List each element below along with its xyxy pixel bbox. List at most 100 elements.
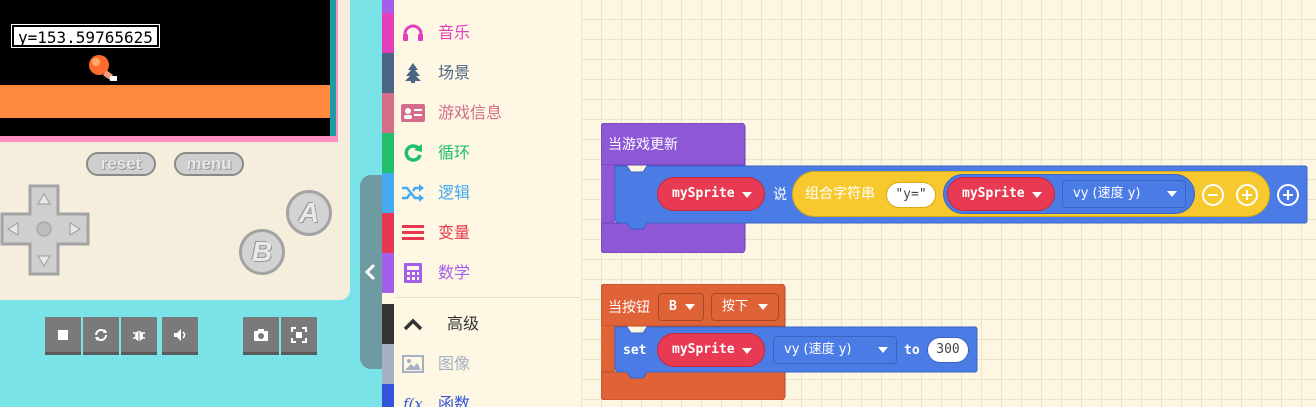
update-hat-label: 当游戏更新 [608,137,678,153]
say-label: 说 [773,187,787,203]
remove-string-button[interactable] [1202,184,1224,206]
toolbox-category-math[interactable]: 数学 [382,253,581,293]
toolbox-category-music[interactable]: 音乐 [382,13,581,53]
fullscreen-icon [291,326,307,343]
toolbox-category-scene[interactable]: 场景 [382,53,581,93]
screenshot-button[interactable] [243,317,279,355]
restart-icon [95,328,107,341]
sprite-variable-dropdown[interactable]: mySprite [657,177,765,211]
category-label: 数学 [438,263,471,282]
category-color-bar [382,384,394,407]
tree-icon [401,63,425,83]
capture-controls [243,317,317,355]
button-hat-label: 当按钮 [608,300,650,316]
string-input[interactable]: "y=" [886,182,936,208]
mute-icon [174,328,186,341]
function-icon: f(x) [401,394,425,407]
toolbox-category-logic[interactable]: 逻辑 [382,173,581,213]
chevron-down-icon [1167,191,1177,197]
dpad-control[interactable] [0,184,90,276]
category-label: 图像 [438,354,471,373]
sprite-say-bubble: y=153.59765625 [11,24,160,48]
category-label: 高级 [447,314,480,333]
toolbox-category-images[interactable]: 图像 [382,344,581,384]
collapse-simulator-button[interactable] [360,175,382,369]
event-dropdown[interactable]: 按下 [711,293,779,321]
chevron-up-icon [401,314,425,334]
property-dropdown[interactable]: vy (速度 y) [1062,180,1186,208]
category-label: 音乐 [438,23,471,42]
set-sprite-dropdown[interactable]: mySprite [657,333,765,367]
add-argument-button[interactable] [1277,184,1299,206]
category-color-bar [382,304,394,344]
chevron-left-icon [364,263,376,281]
debug-icon [133,330,145,341]
button-dropdown[interactable]: B [658,293,704,321]
audio-controls [162,317,198,355]
chevron-down-icon [742,192,752,198]
category-color-bar [382,253,394,293]
set-label: set [623,343,647,358]
toolbox-category-advanced[interactable]: 高级 [382,304,581,344]
chevron-down-icon [742,348,752,354]
toolbox-category-variables[interactable]: 变量 [382,213,581,253]
inner-sprite-name: mySprite [962,186,1025,201]
category-label: 循环 [438,143,471,162]
toolbox-category-loops[interactable]: 循环 [382,133,581,173]
category-color-bar [382,13,394,53]
to-label: to [904,343,920,358]
svg-text:f(x): f(x) [402,395,424,407]
set-property-dropdown[interactable]: vy (速度 y) [773,336,897,364]
join-strings-block[interactable]: 组合字符串 "y=" mySprite vy (速度 y) [792,171,1270,217]
on-button-pressed-block[interactable]: 当按钮 B 按下 set mySprite vy (速度 y) to 300 [601,284,979,400]
category-label: 逻辑 [438,183,471,202]
category-color-bar [382,173,394,213]
number-input[interactable]: 300 [927,337,969,363]
set-property-name: vy (速度 y) [784,342,852,357]
category-label: 游戏信息 [438,103,503,122]
debug-button[interactable] [121,317,157,355]
join-label: 组合字符串 [805,186,875,202]
toolbox: 音乐 场景 游戏信息 循环 逻辑 变量 [382,0,581,407]
blocks-workspace[interactable]: 当游戏更新 mySprite 说 组合字符串 "y=" mySprite vy … [581,0,1316,407]
mute-button[interactable] [162,317,198,355]
shuffle-icon [401,183,425,203]
category-label: 变量 [438,223,471,242]
game-simulator: y=153.59765625 reset menu A B [0,0,360,407]
stop-button[interactable] [45,317,81,355]
chevron-down-icon [758,304,768,310]
reset-button[interactable]: reset [86,152,156,176]
chevron-down-icon [1032,192,1042,198]
image-icon [401,354,425,374]
loop-icon [401,143,425,163]
headphones-icon [401,23,425,43]
category-color-bar [382,53,394,93]
screenshot-icon [254,328,268,341]
toolbox-category-functions[interactable]: f(x) 函数 [382,384,581,407]
console-body: y=153.59765625 reset menu A B [0,0,350,300]
restart-button[interactable] [83,317,119,355]
toolbox-category-game-info[interactable]: 游戏信息 [382,93,581,133]
menu-button[interactable]: menu [174,152,244,176]
simulator-controls [45,317,157,355]
category-label: 场景 [438,63,471,82]
game-screen[interactable]: y=153.59765625 [0,0,330,136]
inner-sprite-dropdown[interactable]: mySprite [947,177,1055,211]
b-button[interactable]: B [239,229,285,275]
category-color-bar [382,93,394,133]
on-game-update-block[interactable]: 当游戏更新 mySprite 说 组合字符串 "y=" mySprite vy … [601,123,1308,253]
property-name: vy (速度 y) [1073,186,1141,201]
game-ground [0,85,330,118]
a-button[interactable]: A [286,190,332,236]
category-label: 函数 [438,394,471,407]
fullscreen-button[interactable] [281,317,317,355]
set-sprite-name: mySprite [672,342,735,357]
add-string-button[interactable] [1236,184,1258,206]
toolbox-category-partial[interactable] [382,0,581,13]
sprite-property-block[interactable]: mySprite vy (速度 y) [943,174,1195,214]
calculator-icon [401,263,425,283]
category-color-bar [382,213,394,253]
category-color-bar [382,344,394,384]
stop-icon [58,329,68,340]
chevron-down-icon [685,304,695,310]
